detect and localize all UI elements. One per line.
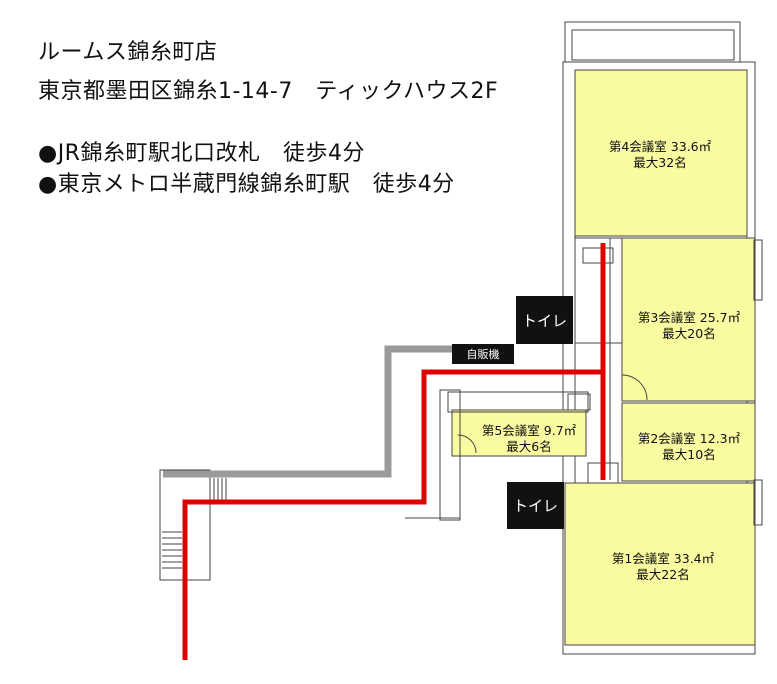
room-2-capacity: 最大10名 bbox=[662, 447, 716, 462]
room-3-capacity: 最大20名 bbox=[662, 326, 716, 341]
room-4-capacity: 最大32名 bbox=[633, 155, 687, 170]
door-swings bbox=[457, 374, 648, 454]
room-5[interactable] bbox=[451, 409, 587, 457]
room-3[interactable] bbox=[621, 237, 756, 402]
room-5-label: 第5会議室 9.7㎡ 最大6名 bbox=[470, 423, 588, 455]
corridor-gray bbox=[163, 345, 453, 478]
store-address: 東京都墨田区錦糸1-14-7 ティックハウス2F bbox=[38, 79, 499, 104]
room-1-capacity: 最大22名 bbox=[636, 567, 690, 582]
room-4-label: 第4会議室 33.6㎡ 最大32名 bbox=[600, 139, 720, 171]
vending-machine-tag: 自販機 bbox=[452, 344, 514, 364]
access-metro: ●東京メトロ半蔵門線錦糸町駅 徒歩4分 bbox=[38, 172, 455, 197]
room-4[interactable] bbox=[574, 69, 748, 237]
toilet-lower-tag: トイレ bbox=[507, 482, 564, 529]
room-1[interactable] bbox=[564, 482, 756, 646]
room-5-capacity: 最大6名 bbox=[506, 439, 552, 454]
room-3-label: 第3会議室 25.7㎡ 最大20名 bbox=[628, 310, 750, 342]
room-5-name: 第5会議室 9.7㎡ bbox=[481, 423, 577, 438]
route-line bbox=[182, 369, 603, 660]
toilet-upper-tag: トイレ bbox=[516, 296, 573, 344]
store-name: ルームス錦糸町店 bbox=[38, 40, 218, 65]
access-jr: ●JR錦糸町駅北口改札 徒歩4分 bbox=[38, 141, 365, 166]
room-1-name: 第1会議室 33.4㎡ bbox=[611, 551, 715, 566]
interior-walls bbox=[159, 237, 763, 581]
staircase bbox=[162, 478, 227, 569]
room-2[interactable] bbox=[621, 402, 756, 482]
room-3-name: 第3会議室 25.7㎡ bbox=[637, 310, 741, 325]
room-4-name: 第4会議室 33.6㎡ bbox=[608, 139, 712, 154]
room-2-label: 第2会議室 12.3㎡ 最大10名 bbox=[628, 431, 750, 463]
room-1-label: 第1会議室 33.4㎡ 最大22名 bbox=[598, 551, 728, 583]
room-2-name: 第2会議室 12.3㎡ bbox=[637, 431, 741, 446]
